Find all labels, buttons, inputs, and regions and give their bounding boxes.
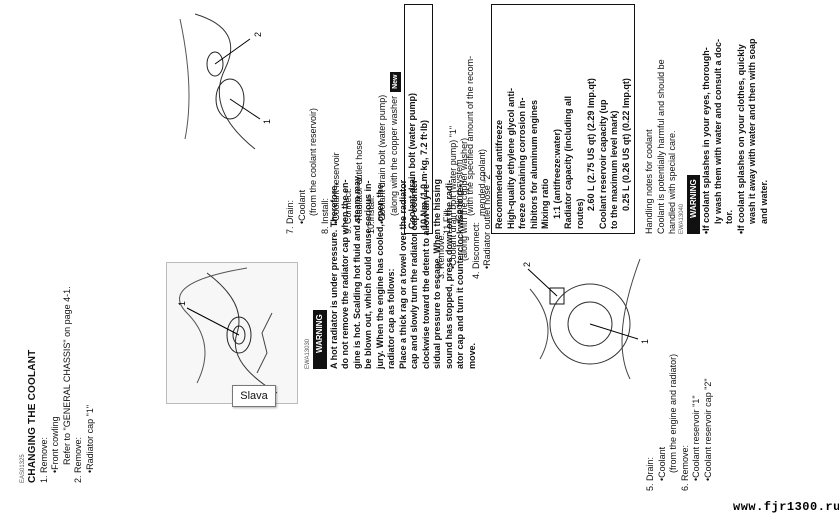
figure-label: 1 xyxy=(177,301,187,306)
text-line: and water. xyxy=(758,179,769,224)
section-title: CHANGING THE COOLANT xyxy=(27,349,38,483)
figure-radiator-cap: 1 xyxy=(166,262,298,404)
spec-line: to the maximum level mark) xyxy=(609,110,619,229)
text-line: Coolant is potentially harmful and shoul… xyxy=(655,59,666,234)
text-line: Coolant reservoir "1" xyxy=(691,291,703,491)
spec-line: 0.25 L (0.26 US qt) (0.22 Imp.qt) xyxy=(620,78,631,211)
text-line: 1. Remove: xyxy=(38,436,49,483)
text-line: tor. xyxy=(724,209,734,224)
spec-line: Recommended antifreeze xyxy=(494,119,504,229)
text-line: wash it away with water and then with so… xyxy=(747,38,757,224)
spec-line: Coolant reservoir capacity (up xyxy=(597,99,608,229)
figure-drain-bolt: 2 1 xyxy=(520,249,650,399)
text-line: (along with the copper washerNew xyxy=(389,4,401,234)
figure-label: 2 xyxy=(253,32,263,37)
text-line: ly wash them with water and consult a do… xyxy=(712,38,723,224)
text-line: handled with special care. xyxy=(667,130,677,234)
site-watermark: www.fjr1300.ru xyxy=(733,500,839,514)
text-line: Cooling system xyxy=(454,4,466,234)
text-line: Refer to "GENERAL CHASSIS" on page 4-1. xyxy=(61,286,72,465)
text-line: (from the engine and radiator) xyxy=(668,353,678,473)
text-line: 11.Fill: xyxy=(442,208,452,234)
text-line: 9. Connect: xyxy=(342,187,353,234)
figure-label: 1 xyxy=(262,119,272,124)
torque-line: 10 Nm (1.0 m·kg, 7.2 ft·lb) xyxy=(418,119,429,229)
text-line: (from the coolant reservoir) xyxy=(308,107,318,216)
warning-triangle-icon xyxy=(687,220,697,230)
text-line: 2. Remove: xyxy=(73,436,83,483)
text-line: Handling notes for coolant xyxy=(644,129,654,234)
warning-triangle-icon xyxy=(314,355,323,365)
tooltip-popup: Slava xyxy=(232,385,276,407)
text-line: 10.Install: xyxy=(365,195,376,234)
text-line: Radiator outlet hose xyxy=(354,4,366,234)
spec-line: 1:1 (antifreeze:water) xyxy=(551,128,562,219)
radiator-cap-illustration: 1 xyxy=(177,267,278,394)
text-line: (with the specified amount of the recom- xyxy=(465,55,475,216)
step-11: 11.Fill:Cooling system(with the specifie… xyxy=(442,4,638,234)
spec-line: Mixing ratio xyxy=(540,178,550,229)
steps-5-6-list: 5. Drain:Coolant(from the engine and rad… xyxy=(645,291,714,491)
figure-reservoir: 1 2 xyxy=(165,9,275,159)
steps-7-10-block: 7. Drain:Coolant(from the coolant reserv… xyxy=(285,4,436,234)
text-line: Radiator cap "1" xyxy=(85,333,97,483)
text-line: Coolant xyxy=(297,4,309,234)
spec-line: Radiator capacity (including all xyxy=(563,95,573,229)
torque-line: Coolant drain bolt (water pump) xyxy=(407,93,417,229)
steps-7-10-list: 7. Drain:Coolant(from the coolant reserv… xyxy=(285,4,433,234)
warning-badge: WARNING xyxy=(313,310,327,369)
text-line: 6. Remove: xyxy=(679,444,690,491)
text-line: 7. Drain: xyxy=(285,199,295,234)
text-line: Coolant reservoir cap "2" xyxy=(703,291,715,491)
text-line: Front cowling xyxy=(50,333,62,483)
spec-line: freeze containing corrosion in- xyxy=(517,97,527,229)
text-line: If coolant splashes on your clothes, qui… xyxy=(736,4,748,234)
drain-bolt-illustration: 2 1 xyxy=(522,258,650,380)
torque-spec-box: Coolant drain bolt (water pump)10 Nm (1.… xyxy=(404,4,433,234)
section-header: EAS01325 CHANGING THE COOLANT 1. Remove:… xyxy=(20,286,97,483)
spec-line: hibitors for aluminum engines xyxy=(528,99,539,229)
text-line: 5. Drain: xyxy=(645,456,655,491)
text-line: Coolant drain bolt (water pump) xyxy=(377,4,389,234)
spec-line: routes) xyxy=(574,198,585,229)
text-line: Coolant xyxy=(657,291,669,491)
warning-badge-2: WARNING xyxy=(686,175,700,234)
warning-label-2: WARNING xyxy=(688,179,698,218)
reservoir-illustration: 1 2 xyxy=(179,13,272,150)
steps-5-6: 5. Drain:Coolant(from the engine and rad… xyxy=(645,291,714,491)
text-line: If coolant splashes in your eyes, thorou… xyxy=(701,4,713,234)
text-line: mended coolant) xyxy=(476,148,487,216)
new-part-tag: New xyxy=(389,71,401,92)
spec-line: High-quality ethylene glycol anti- xyxy=(505,87,516,229)
text-line: 8. Install: xyxy=(319,197,330,234)
step-11-list: 11.Fill:Cooling system(with the specifie… xyxy=(442,4,635,234)
text-line: Coolant reservoir xyxy=(331,4,343,234)
warning-text-2: If coolant splashes in your eyes, thorou… xyxy=(701,4,770,234)
ref-code-1: EAS01325 xyxy=(20,454,26,483)
spec-line: 2.60 L (2.75 US qt) (2.29 Imp.qt) xyxy=(586,78,596,211)
figure-label: 1 xyxy=(640,339,650,344)
warning-label: WARNING xyxy=(315,314,324,353)
ref-code-3: EWA13040 xyxy=(678,203,685,234)
figure-label: 2 xyxy=(522,262,532,267)
